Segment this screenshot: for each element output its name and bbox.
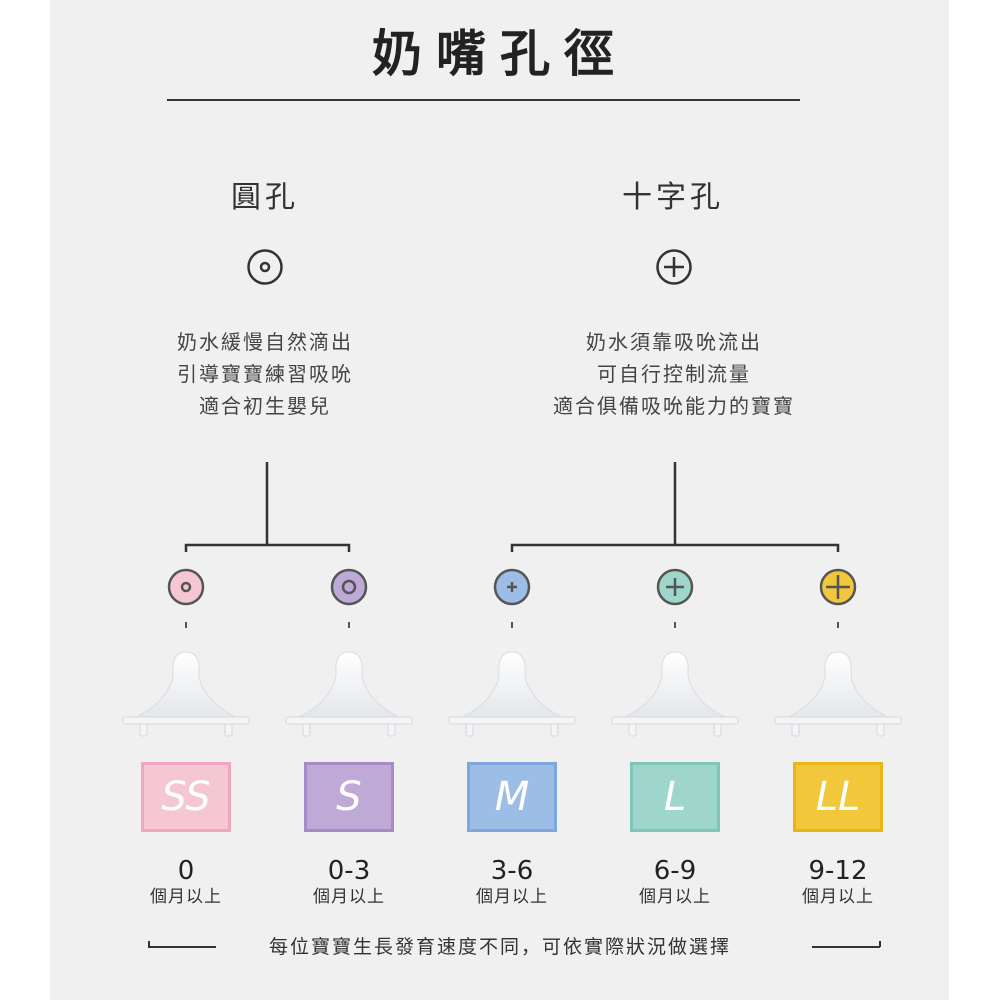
background-panel xyxy=(50,0,949,1000)
cross-hole-icon xyxy=(819,568,857,606)
round-hole-line: 引導寶寶練習吸吮 xyxy=(177,362,353,386)
age-range: 3-6 xyxy=(490,856,534,886)
age-range: 6-9 xyxy=(653,856,697,886)
round-hole-line: 奶水緩慢自然滴出 xyxy=(177,330,353,354)
round-hole-title: 圓孔 xyxy=(231,180,299,215)
round-hole-icon xyxy=(167,568,205,606)
circle-dot-icon xyxy=(247,249,283,285)
nipple-image xyxy=(448,651,576,737)
age-unit: 個月以上 xyxy=(639,887,711,907)
title-divider xyxy=(167,99,800,101)
age-unit: 個月以上 xyxy=(150,887,222,907)
connector-tick xyxy=(674,622,676,628)
age-unit: 個月以上 xyxy=(802,887,874,907)
cross-hole-line: 適合俱備吸吮能力的寶寶 xyxy=(553,394,795,418)
connector-tick xyxy=(348,622,350,628)
age-range: 0 xyxy=(177,856,195,886)
nipple-image xyxy=(611,651,739,737)
cross-hole-icon xyxy=(493,568,531,606)
connector-tick xyxy=(185,622,187,628)
footer-right-line xyxy=(812,946,880,948)
circle-plus-icon xyxy=(656,249,692,285)
size-badge-l: L xyxy=(630,762,720,832)
nipple-image xyxy=(122,651,250,737)
round-hole-description: 奶水緩慢自然滴出 引導寶寶練習吸吮 適合初生嬰兒 xyxy=(85,326,445,422)
age-unit: 個月以上 xyxy=(476,887,548,907)
cross-hole-line: 可自行控制流量 xyxy=(597,362,751,386)
cross-hole-title: 十字孔 xyxy=(622,180,724,215)
size-badge-ll: LL xyxy=(793,762,883,832)
nipple-image xyxy=(774,651,902,737)
footer-left-line xyxy=(148,946,216,948)
nipple-image xyxy=(285,651,413,737)
size-badge-ss: SS xyxy=(141,762,231,832)
page-title: 奶嘴孔徑 xyxy=(372,24,628,83)
connector-tick xyxy=(837,622,839,628)
age-range: 9-12 xyxy=(808,856,868,886)
cross-hole-line: 奶水須靠吸吮流出 xyxy=(586,330,762,354)
cross-hole-icon xyxy=(656,568,694,606)
footer-note: 每位寶寶生長發育速度不同，可依實際狀況做選擇 xyxy=(268,936,731,958)
round-hole-icon xyxy=(330,568,368,606)
cross-hole-description: 奶水須靠吸吮流出 可自行控制流量 適合俱備吸吮能力的寶寶 xyxy=(494,326,854,422)
footer-right-tick xyxy=(879,941,881,947)
connector-tick xyxy=(511,622,513,628)
age-unit: 個月以上 xyxy=(313,887,385,907)
size-badge-m: M xyxy=(467,762,557,832)
size-badge-s: S xyxy=(304,762,394,832)
age-range: 0-3 xyxy=(327,856,371,886)
round-hole-line: 適合初生嬰兒 xyxy=(199,394,331,418)
footer-left-tick xyxy=(148,941,150,947)
